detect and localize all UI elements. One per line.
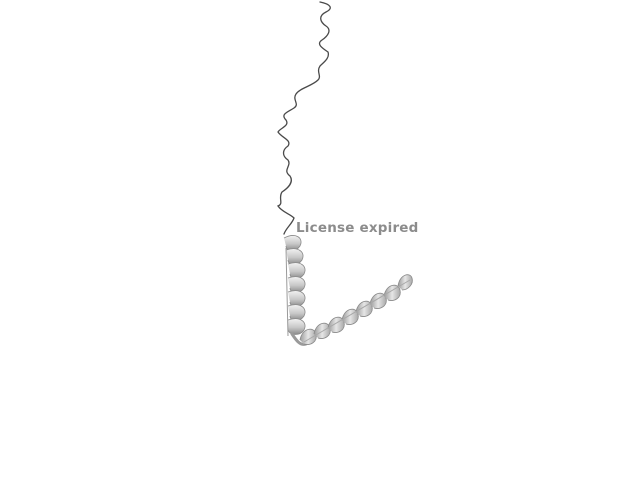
coil-loop [276,1,331,235]
helix-vertical [283,235,306,337]
helix-diagonal [299,274,413,345]
license-expired-watermark: License expired [296,220,419,236]
